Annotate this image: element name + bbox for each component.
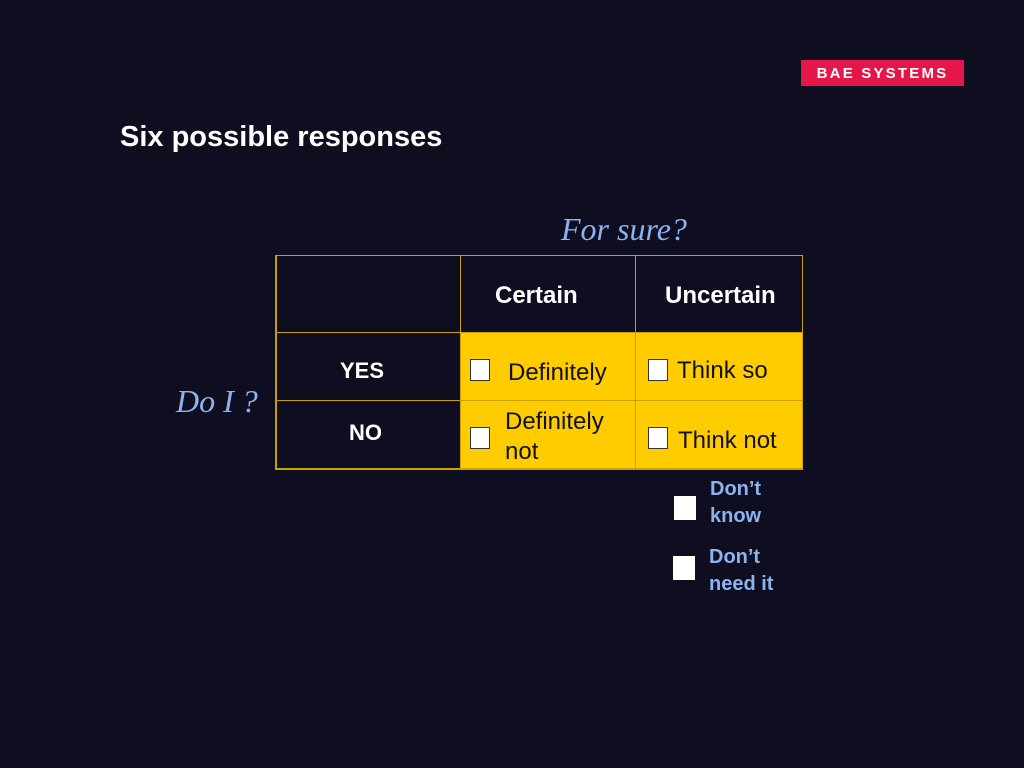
dont-need-it-checkbox[interactable] (673, 556, 695, 580)
definitely-not-label-line2: not (505, 438, 539, 465)
row-yes-cell (276, 333, 461, 401)
yes-certain-cell (461, 333, 636, 401)
dont-need-it-label: Don’t need it (709, 544, 773, 598)
dont-know-label: Don’t know (710, 476, 761, 530)
column-header-uncertain: Uncertain (665, 282, 776, 309)
grid-line-col1 (460, 255, 461, 470)
grid-line-top (276, 255, 803, 256)
grid-line-header (276, 332, 803, 333)
grid-line-middle (276, 400, 803, 401)
row-label-no: NO (349, 420, 382, 445)
think-not-label: Think not (678, 427, 777, 454)
header-uncertain-cell (636, 256, 803, 333)
slide-title: Six possible responses (120, 121, 443, 153)
definitely-checkbox[interactable] (470, 359, 490, 381)
grid-line-right (802, 255, 803, 470)
row-no-cell (276, 401, 461, 469)
grid-line-bottom (276, 468, 803, 470)
grid-line-left (275, 255, 277, 470)
dont-need-it-label-line1: Don’t (709, 546, 761, 568)
header-certain-cell (461, 256, 636, 333)
row-question-label: Do I ? (176, 383, 258, 419)
dont-know-label-line1: Don’t (710, 478, 762, 500)
dont-need-it-label-line2: need it (709, 573, 774, 595)
column-header-certain: Certain (495, 282, 578, 309)
definitely-not-label: Definitely not (505, 407, 604, 467)
column-question-label: For sure? (561, 211, 687, 247)
think-so-checkbox[interactable] (648, 359, 668, 381)
definitely-label: Definitely (508, 359, 607, 386)
row-label-yes: YES (340, 358, 385, 383)
think-so-label: Think so (677, 357, 768, 384)
dont-know-checkbox[interactable] (674, 496, 696, 520)
definitely-not-checkbox[interactable] (470, 427, 490, 449)
grid-line-col2 (635, 255, 636, 470)
think-not-checkbox[interactable] (648, 427, 668, 449)
grid-corner-cell (276, 256, 461, 333)
definitely-not-label-line1: Definitely (505, 408, 604, 435)
bae-systems-logo: BAE SYSTEMS (801, 60, 964, 86)
dont-know-label-line2: know (710, 505, 762, 527)
no-certain-cell (461, 401, 636, 469)
